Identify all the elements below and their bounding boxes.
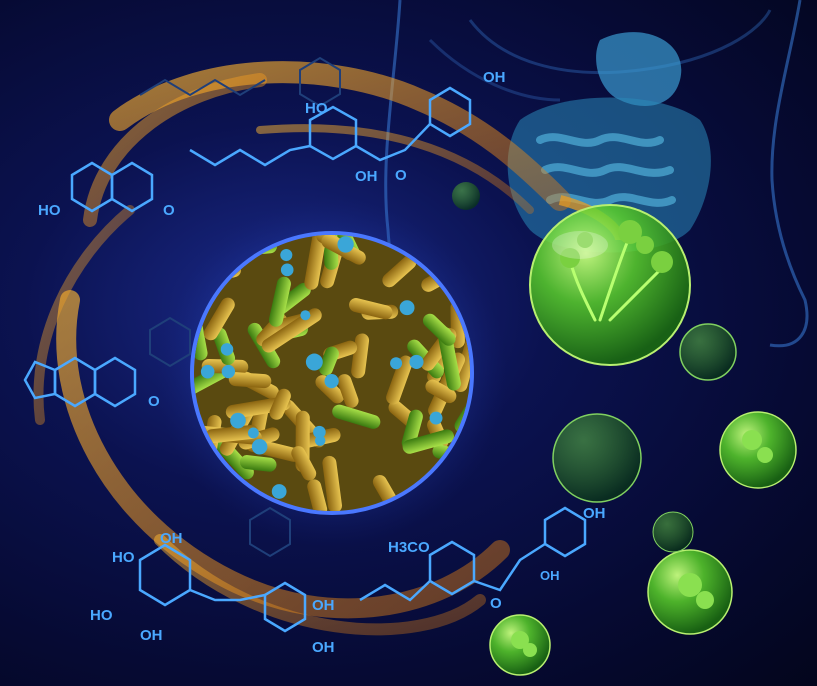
bacterium-rod [307,479,328,511]
gut-bacteria-icon [194,235,470,511]
label-oh-chloro2: OH [140,627,163,644]
bacterium-rod [402,429,454,454]
label-oh-top: OH [483,69,506,86]
bacterium-coccus [280,263,294,277]
bacterium-coccus [429,411,443,425]
bacterium-coccus [337,236,354,253]
bacterium-rod [268,276,291,327]
label-ho-chloro: HO [112,549,135,566]
bacterium-coccus [221,364,236,379]
bacterium-coccus [313,425,326,439]
bacterium-rod [386,355,413,405]
bacterium-coccus [271,484,287,499]
bacterium-rod [332,404,381,429]
bacterium-coccus [230,412,246,429]
label-oh-caffeic2: OH [312,639,335,656]
label-oh-caffeic1: OH [312,597,335,614]
bacterium-rod [337,374,359,408]
intestine-icon [507,32,711,253]
bacterium-rod [269,388,291,420]
label-ho-coumarin: HO [38,202,61,219]
bacterium-rod [205,424,259,444]
bacterium-rod [382,255,417,288]
bacterium-rod [203,297,235,341]
bacterium-rod [315,375,345,404]
bacterium-rod [349,298,393,320]
orange-swirl [33,61,571,636]
label-o-coumarin: O [163,202,175,219]
parsley-bubble-icon [529,195,691,366]
label-h3co: H3CO [388,539,430,556]
bacterium-rod [453,328,470,392]
bacterium-coccus [390,357,403,370]
molecule-structures [23,86,587,633]
bacterium-rod [194,364,230,402]
bacterium-rod [291,446,317,481]
bacterium-coccus [409,354,424,369]
bacterium-coccus [251,438,268,455]
bacterium-rod [239,455,277,472]
bacterium-coccus [280,249,293,262]
bacterium-coccus [305,353,323,371]
label-oh-mid: OH [355,168,378,185]
bacterium-coccus [300,310,311,321]
label-o-mid: O [395,167,407,184]
bacterium-rod [319,346,339,376]
label-o-bottom: O [490,595,502,612]
bacterium-coccus [220,343,234,356]
bacterium-coccus [200,364,215,379]
bacterium-rod [422,313,456,346]
bacterium-coccus [247,427,259,439]
bubble-small [452,182,797,676]
molecule-faint [139,56,341,558]
label-oh-bottom: OH [583,505,606,522]
label-ho-chloro2: HO [90,607,113,624]
label-oh-chloro: OH [160,530,183,547]
bacterium-rod [228,372,272,389]
label-ho-top: HO [305,100,328,117]
bacterium-rod [322,455,342,511]
bacterium-rod [425,379,457,404]
bacterium-rod [401,409,423,450]
bacterium-coccus [399,300,415,316]
label-o-furo: O [148,393,160,410]
molecule-labels: HO O O HO OH OH O HO OH HO OH OH OH H3CO… [38,69,606,656]
label-oh-bottom2: OH [540,568,560,583]
bacterium-coccus [324,374,339,389]
